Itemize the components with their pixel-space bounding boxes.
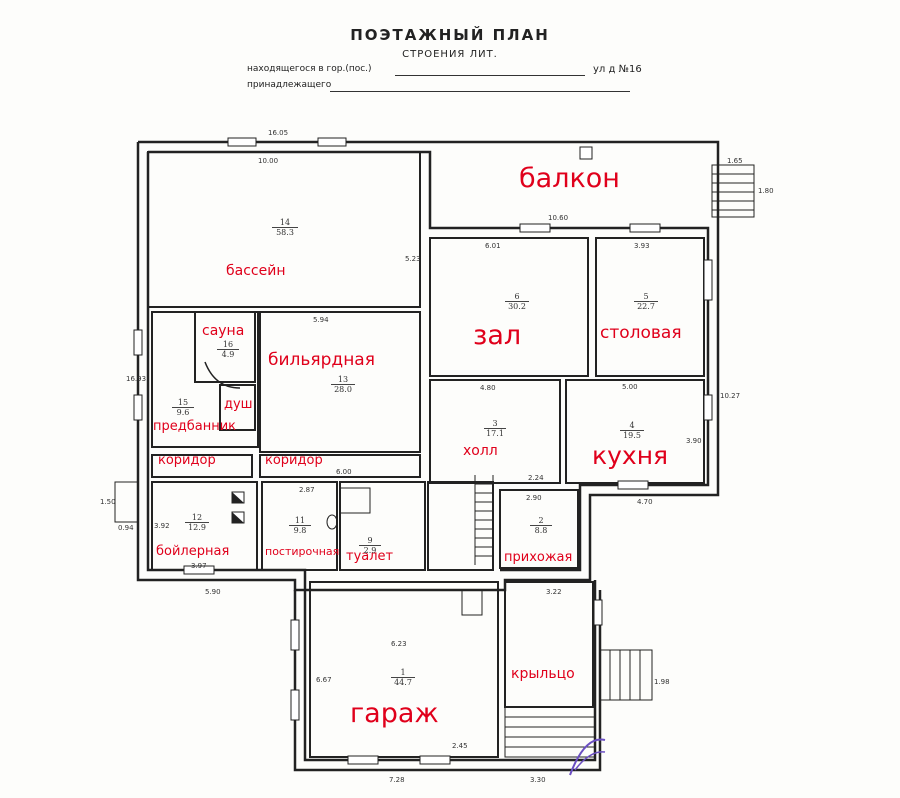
dim-5-23: 5.23 — [405, 255, 421, 263]
dim-3-30: 3.30 — [530, 776, 546, 784]
dim-16-93: 16.93 — [126, 375, 147, 383]
dim-2-45: 2.45 — [452, 742, 468, 750]
plan-subtitle: СТРОЕНИЯ ЛИТ. — [402, 49, 498, 60]
dim-1-50: 1.50 — [100, 498, 116, 506]
room-label-predbannik: предбанник — [153, 419, 237, 434]
room-label-billiard: бильярдная — [268, 350, 375, 370]
dim-10-27: 10.27 — [720, 392, 741, 400]
room-label-prikhozhaya: прихожая — [504, 550, 573, 565]
boiler-symbols — [231, 491, 245, 524]
dim-3-22: 3.22 — [546, 588, 562, 596]
address-suffix: ул д №16 — [593, 64, 642, 75]
room-label-balkon: балкон — [519, 163, 620, 194]
room-label-sauna: сауна — [202, 323, 245, 339]
room-label-dush: душ — [224, 397, 253, 412]
address-underline — [395, 75, 585, 76]
dim-10-00: 10.00 — [258, 157, 279, 165]
dim-6-00: 6.00 — [336, 468, 352, 476]
toilet-fixtures — [326, 487, 371, 530]
dim-1-98: 1.98 — [654, 678, 670, 686]
dim-3-92: 3.92 — [154, 522, 170, 530]
stamp — [569, 738, 606, 776]
windows — [133, 137, 713, 765]
dim-1-65: 1.65 — [727, 157, 743, 165]
owner-underline — [330, 91, 630, 92]
plan-title: ПОЭТАЖНЫЙ ПЛАН — [350, 26, 550, 44]
dim-6-67: 6.67 — [316, 676, 332, 684]
dim-5-94: 5.94 — [313, 316, 329, 324]
room-label-bassein: бассейн — [226, 263, 286, 279]
dim-10-60: 10.60 — [548, 214, 569, 222]
room-label-stolovaya: столовая — [600, 323, 682, 343]
room-label-garazh: гараж — [350, 698, 439, 729]
dim-2-24: 2.24 — [528, 474, 544, 482]
room-label-postirochnaya: постирочная — [265, 545, 340, 558]
dim-1-80: 1.80 — [758, 187, 774, 195]
dim-4-80: 4.80 — [480, 384, 496, 392]
room-label-kukhnya: кухня — [592, 441, 669, 470]
dim-5-00: 5.00 — [622, 383, 638, 391]
dim-4-70: 4.70 — [637, 498, 653, 506]
dim-7-28: 7.28 — [389, 776, 405, 784]
room-label-kryltso: крыльцо — [511, 666, 575, 682]
dim-0-94: 0.94 — [118, 524, 134, 532]
inner-walls — [147, 151, 705, 758]
dim-2-87: 2.87 — [299, 486, 315, 494]
owner-line: принадлежащего — [247, 80, 332, 90]
dim-2-90: 2.90 — [526, 494, 542, 502]
sauna-curve-wall — [204, 361, 241, 389]
room-label-koridor-1: коридор — [158, 453, 216, 468]
dim-6-01: 6.01 — [485, 242, 501, 250]
room-label-koridor-2: коридор — [265, 453, 323, 468]
dim-16-05: 16.05 — [268, 129, 289, 137]
room-label-boilernaya: бойлерная — [156, 544, 230, 559]
room-label-kholl: холл — [463, 443, 498, 459]
dim-3-90: 3.90 — [686, 437, 702, 445]
dim-6-23: 6.23 — [391, 640, 407, 648]
room-label-zal: зал — [473, 320, 522, 351]
room-label-tualet: туалет — [346, 549, 394, 564]
stairs — [114, 164, 755, 758]
dim-3-93: 3.93 — [634, 242, 650, 250]
address-line: находящегося в гор.(пос.) — [247, 64, 372, 74]
dim-3-97: 3.97 — [191, 562, 207, 570]
dim-5-90: 5.90 — [205, 588, 221, 596]
